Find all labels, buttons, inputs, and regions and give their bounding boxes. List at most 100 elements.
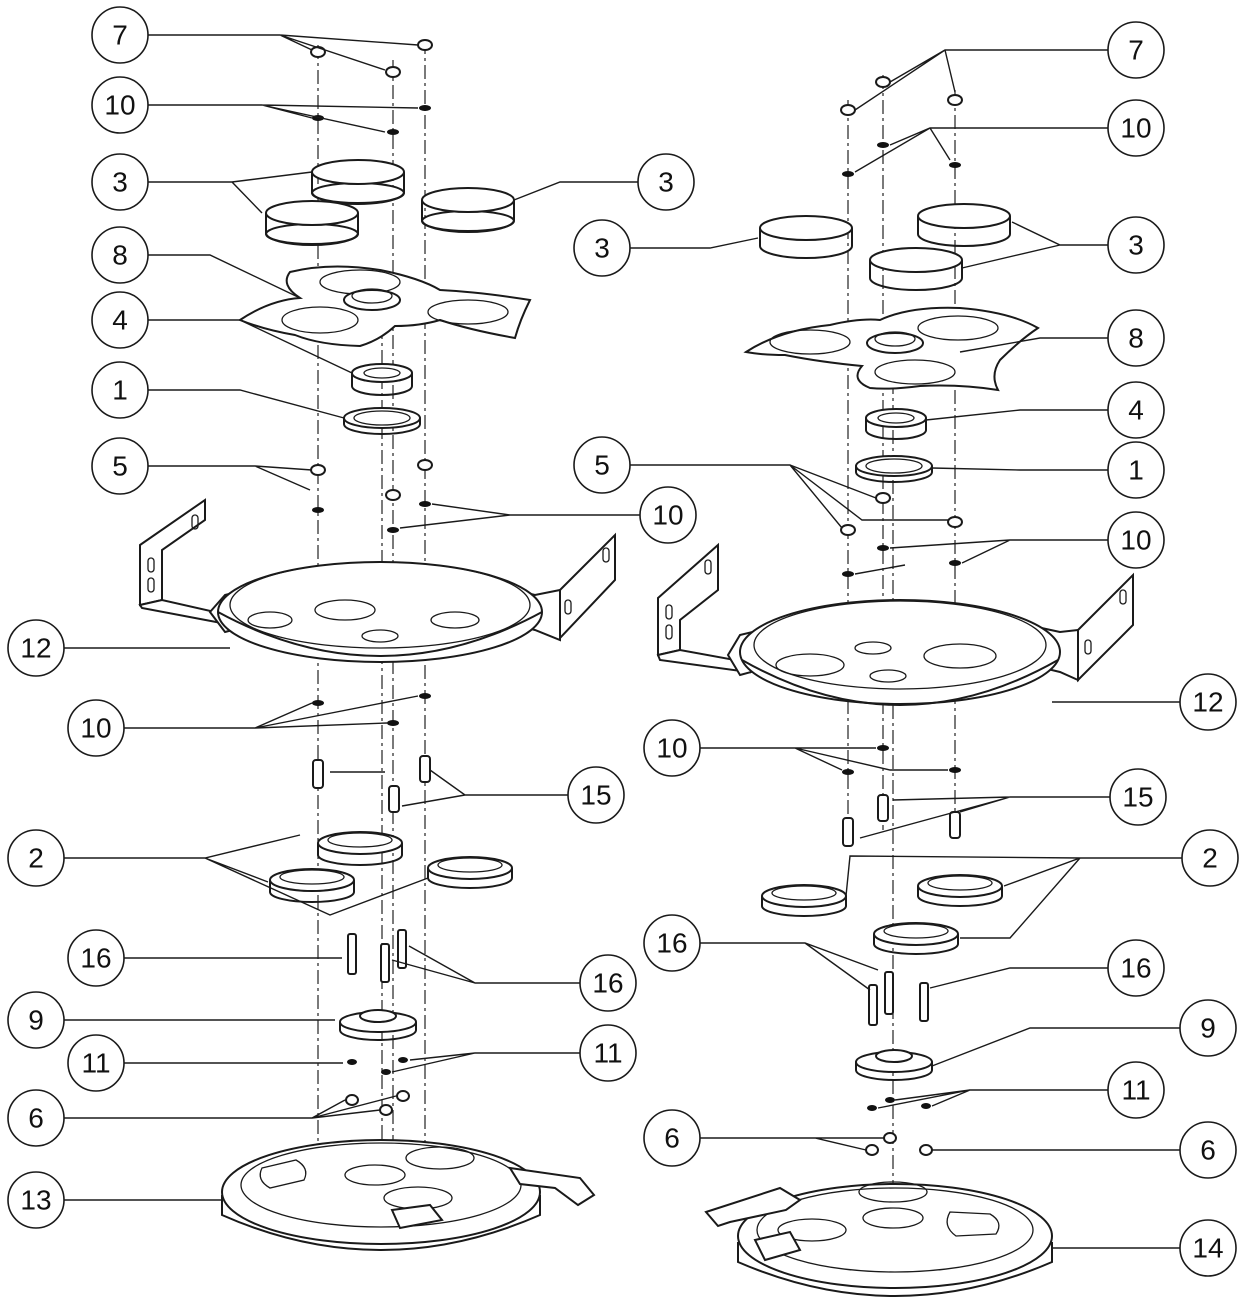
- nut-part-5: [840, 492, 963, 577]
- callout-label: 3: [658, 167, 674, 198]
- nut-part-6: [865, 1132, 933, 1156]
- callout-label: 3: [594, 233, 610, 264]
- callout-balloon: 15: [1109, 768, 1167, 826]
- callout-balloon: 10: [1107, 99, 1165, 157]
- callout-balloon: 3: [91, 153, 149, 211]
- callout-balloon: 16: [579, 954, 637, 1012]
- callout-balloon: 10: [67, 699, 125, 757]
- nut-part-7: [310, 39, 433, 78]
- callout-balloon: 8: [91, 226, 149, 284]
- callout-label: 6: [1200, 1135, 1216, 1166]
- callout-balloon: 1: [91, 361, 149, 419]
- ring-part-1: [855, 455, 933, 483]
- callout-label: 12: [20, 633, 51, 664]
- leader-lines: [64, 34, 1182, 1249]
- callout-balloon: 16: [67, 929, 125, 987]
- left-assembly: [138, 39, 616, 1251]
- callout-label: 6: [28, 1103, 44, 1134]
- callout-label: 5: [112, 451, 128, 482]
- callout-balloon: 5: [91, 437, 149, 495]
- callout-label: 7: [1128, 35, 1144, 66]
- callout-label: 9: [28, 1005, 44, 1036]
- flange-part-9: [855, 1049, 933, 1081]
- callout-balloon: 7: [1107, 21, 1165, 79]
- callout-label: 5: [594, 450, 610, 481]
- callout-label: 10: [80, 713, 111, 744]
- callout-balloon: 9: [1179, 999, 1237, 1057]
- ring-part-2: [761, 874, 1003, 955]
- callout-balloon: 4: [91, 291, 149, 349]
- callout-label: 16: [1120, 953, 1151, 984]
- base-part-14: [704, 1181, 1053, 1297]
- callout-label: 13: [20, 1185, 51, 1216]
- callout-balloon: 16: [1107, 939, 1165, 997]
- callout-balloon: 11: [67, 1034, 125, 1092]
- bearing-part-4: [351, 363, 413, 396]
- washer-part-10: [842, 142, 961, 177]
- callout-balloons: 7 10 3 3 8 4 1 5 10 12 10 15 2 16 16 9 1…: [7, 6, 1239, 1277]
- callout-label: 4: [1128, 395, 1144, 426]
- callout-label: 15: [580, 780, 611, 811]
- callout-label: 2: [1202, 843, 1218, 874]
- callout-label: 10: [652, 500, 683, 531]
- tray-part-12: [656, 542, 1134, 706]
- callout-label: 11: [1121, 1075, 1150, 1106]
- tray-part-12: [138, 498, 616, 663]
- callout-balloon: 12: [7, 619, 65, 677]
- callout-balloon: 2: [7, 829, 65, 887]
- callout-balloon: 3: [637, 153, 695, 211]
- callout-balloon: 12: [1179, 673, 1237, 731]
- callout-balloon: 9: [7, 991, 65, 1049]
- callout-label: 3: [1128, 230, 1144, 261]
- callout-label: 11: [593, 1038, 622, 1069]
- screw-part-16: [347, 929, 407, 983]
- callout-label: 10: [1120, 113, 1151, 144]
- callout-label: 1: [1128, 455, 1144, 486]
- callout-balloon: 10: [639, 486, 697, 544]
- callout-balloon: 10: [643, 719, 701, 777]
- callout-label: 16: [592, 968, 623, 999]
- callout-label: 15: [1122, 782, 1153, 813]
- right-assembly: [656, 75, 1134, 1297]
- plate-part-8: [743, 306, 1040, 392]
- ring-part-2: [269, 831, 513, 903]
- callout-label: 4: [112, 305, 128, 336]
- flange-part-9: [339, 1009, 417, 1041]
- callout-label: 12: [1192, 687, 1223, 718]
- callout-label: 9: [1200, 1013, 1216, 1044]
- callout-label: 14: [1192, 1233, 1223, 1264]
- plate-part-8: [237, 265, 532, 348]
- callout-balloon: 4: [1107, 381, 1165, 439]
- callout-balloon: 16: [643, 914, 701, 972]
- washer-part-11: [867, 1097, 931, 1111]
- callout-balloon: 5: [573, 436, 631, 494]
- callout-label: 7: [112, 20, 128, 51]
- nut-part-6: [345, 1090, 410, 1116]
- callout-label: 8: [112, 240, 128, 271]
- callout-label: 10: [656, 733, 687, 764]
- callout-balloon: 6: [7, 1089, 65, 1147]
- callout-label: 16: [656, 928, 687, 959]
- screw-part-15: [312, 755, 431, 813]
- callout-balloon: 14: [1179, 1219, 1237, 1277]
- callout-balloon: 11: [579, 1024, 637, 1082]
- callout-balloon: 3: [1107, 216, 1165, 274]
- callout-balloon: 2: [1181, 829, 1239, 887]
- callout-balloon: 1: [1107, 441, 1165, 499]
- callout-balloon: 15: [567, 766, 625, 824]
- callout-balloon: 7: [91, 6, 149, 64]
- bearing-part-4: [865, 408, 927, 440]
- screw-part-16: [868, 971, 929, 1026]
- base-part-13: [221, 1139, 596, 1251]
- callout-label: 6: [664, 1123, 680, 1154]
- cap-part-3: [265, 159, 515, 246]
- callout-label: 10: [104, 90, 135, 121]
- callout-balloon: 8: [1107, 309, 1165, 367]
- callout-balloon: 11: [1107, 1061, 1165, 1119]
- callout-label: 8: [1128, 323, 1144, 354]
- cap-part-3: [759, 203, 1011, 291]
- callout-label: 10: [1120, 525, 1151, 556]
- callout-balloon: 13: [7, 1171, 65, 1229]
- callout-label: 2: [28, 843, 44, 874]
